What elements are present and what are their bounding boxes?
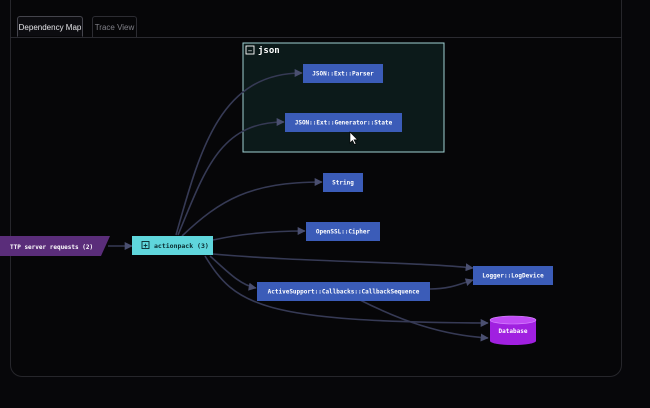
node-logger-logdevice[interactable]: Logger::LogDevice [473,266,553,285]
node-actionpack[interactable]: + actionpack (3) [132,236,213,255]
collapse-glyph: − [248,47,252,55]
node-json-parser[interactable]: JSON::Ext::Parser [303,64,383,83]
edge-callbacks-database [359,299,489,342]
edge-callbacks-logger [429,278,474,290]
tab-dependency-map[interactable]: Dependency Map [17,16,83,37]
edges [108,69,489,342]
source-label: TTP server requests (2) [10,244,93,251]
node-label: ActiveSupport::Callbacks::CallbackSequen… [268,289,420,296]
node-label: JSON::Ext::Generator::State [295,120,393,127]
node-openssl-cipher[interactable]: OpenSSL::Cipher [306,222,380,241]
node-database[interactable]: Database [489,315,537,345]
node-label: Database [499,328,528,335]
node-label: OpenSSL::Cipher [316,229,371,236]
tab-bar: Dependency Map Trace View [10,16,622,38]
node-label: Logger::LogDevice [482,273,544,280]
node-label: JSON::Ext::Parser [312,71,374,78]
node-callback-sequence[interactable]: ActiveSupport::Callbacks::CallbackSequen… [257,282,430,301]
expand-icon[interactable] [141,241,150,249]
node-string[interactable]: String [323,173,363,192]
collapse-icon[interactable] [245,45,255,55]
node-source-requests[interactable]: TTP server requests (2) [0,236,110,256]
node-json-generator-state[interactable]: JSON::Ext::Generator::State [285,113,402,132]
edge-root-json-generator [177,118,285,236]
edge-root-logger [212,253,474,272]
edge-root-json-parser [175,69,303,236]
edge-root-callbacks [209,255,257,291]
expand-glyph: + [143,242,147,250]
mouse-cursor-icon [349,131,359,145]
edge-root-string [181,178,323,237]
edge-root-openssl [212,227,306,241]
group-json[interactable]: − json [242,42,445,153]
tab-trace-view[interactable]: Trace View [92,16,137,37]
node-label: String [332,180,354,187]
root-label: actionpack (3) [154,242,209,250]
group-title: json [258,45,280,56]
